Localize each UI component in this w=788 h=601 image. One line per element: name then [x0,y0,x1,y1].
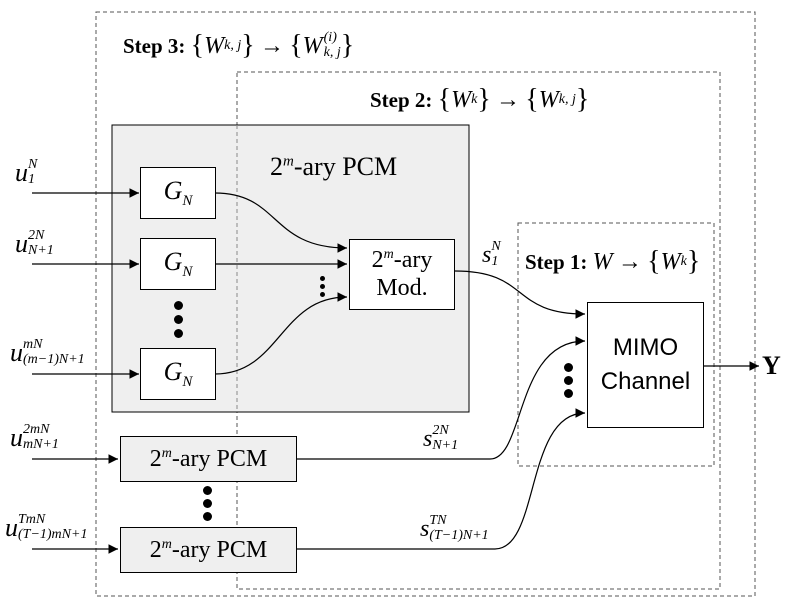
step2-region [236,71,721,590]
input-label-3: u mN(m−1)N+1 [10,337,85,367]
gn-encoder-2: GN [140,238,216,290]
gn-ellipsis-dot [174,329,183,338]
mimo-input-ellipsis-dot [564,376,573,385]
pcm-block-small-1: 2m-ary PCM [120,436,297,482]
mod-input-ellipsis-dot [320,284,325,289]
gn-ellipsis-dot [174,315,183,324]
pcm1-to-mimo [297,336,586,460]
gn1-to-mod [214,192,348,253]
pcm-ellipsis-dot [203,486,212,495]
mimo-input-ellipsis-dot [564,363,573,372]
step1-region [517,222,715,467]
pcm-ellipsis-dot [203,512,212,521]
input-label-5: u TmN(T−1)mN+1 [5,512,88,542]
pcm-title: 2m-ary PCM [270,152,398,181]
gn-encoder-3: GN [140,348,216,400]
mimo-input-ellipsis-dot [564,389,573,398]
step3-region [95,11,756,597]
pcm-ellipsis-dot [203,499,212,508]
mod-input-ellipsis-dot [320,276,325,281]
pcm2-to-mimo [297,408,586,550]
pcm-block-small-2: 2m-ary PCM [120,527,297,573]
gn-encoder-1: GN [140,167,216,219]
gn-ellipsis-dot [174,301,183,310]
gn3-to-mod [214,292,348,375]
modulator-box: 2m-ary Mod. [349,239,455,310]
mimo-channel-box: MIMO Channel [587,302,704,428]
signal-label-s3: s TN(T−1)N+1 [420,513,489,543]
mod-input-ellipsis-dot [320,292,325,297]
output-y: Y [762,351,781,380]
mod-to-mimo [454,270,586,319]
